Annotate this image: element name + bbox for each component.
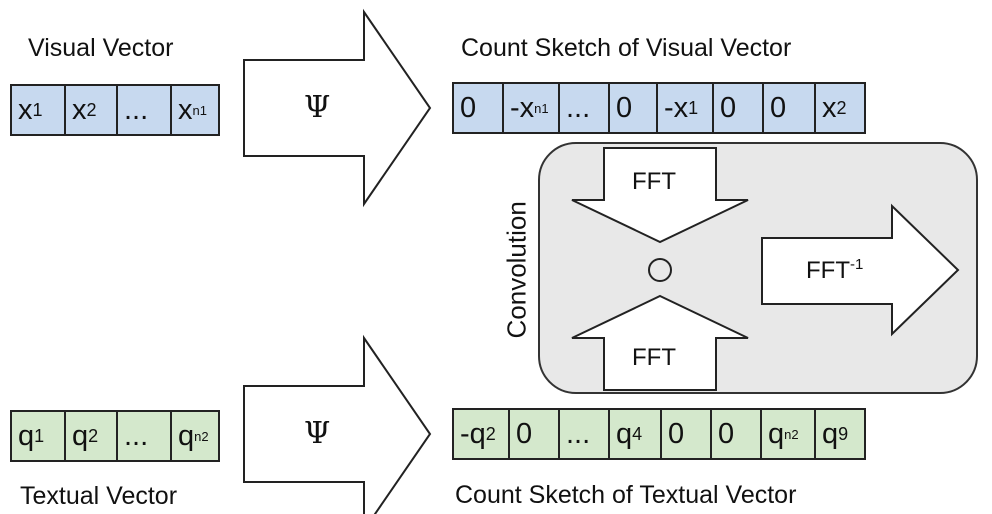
fft-top-label: FFT [632, 168, 676, 195]
cell-subscript: n2 [194, 428, 209, 444]
cell-subscript: 9 [838, 423, 849, 444]
cell-subscript: 1 [688, 97, 699, 118]
vector-cell: ... [118, 86, 172, 134]
ifft-label: FFT-1 [806, 256, 863, 285]
cell-value: 0 [668, 417, 685, 450]
vector-cell: 0 [662, 410, 712, 458]
circular-convolution-operator [648, 258, 672, 282]
cell-value: 0 [718, 417, 735, 450]
vector-cell: 0 [714, 84, 764, 132]
vector-cell: 0 [764, 84, 816, 132]
cell-value: x [72, 93, 87, 126]
psi-bottom-label: Ψ [304, 416, 331, 451]
cell-subscript: 2 [836, 97, 847, 118]
cell-subscript: 4 [632, 423, 643, 444]
vector-cell: ... [560, 410, 610, 458]
textual-vector-title: Textual Vector [20, 482, 178, 510]
cell-subscript: 2 [485, 423, 496, 444]
cell-subscript: 2 [86, 99, 97, 120]
cell-value: -x [664, 91, 689, 124]
cell-subscript: n1 [534, 100, 549, 116]
cell-value: q [178, 419, 195, 452]
cell-value: x [18, 93, 33, 126]
cell-value: 0 [770, 91, 787, 124]
cell-value: 0 [720, 91, 737, 124]
cell-value: ... [124, 93, 149, 126]
cell-subscript: 1 [34, 425, 45, 446]
vector-cell: 0 [610, 84, 658, 132]
vector-cell: 0 [510, 410, 560, 458]
ifft-sup: -1 [849, 256, 864, 273]
visual-sketch-title: Count Sketch of Visual Vector [461, 34, 792, 62]
cell-subscript: n1 [192, 102, 207, 118]
cell-value: ... [566, 417, 591, 450]
ifft-arrow [761, 203, 960, 337]
cell-value: ... [124, 419, 149, 452]
cell-value: -x [510, 91, 535, 124]
cell-value: ... [566, 91, 591, 124]
cell-value: 0 [516, 417, 533, 450]
cell-value: q [72, 419, 89, 452]
vector-cell: ... [118, 412, 172, 460]
vector-cell: 0 [454, 84, 504, 132]
vector-cell: 0 [712, 410, 762, 458]
cell-subscript: n2 [784, 426, 799, 442]
psi-top-arrow [243, 8, 432, 208]
cell-value: 0 [616, 91, 633, 124]
ifft-base: FFT [806, 257, 850, 284]
cell-value: q [768, 417, 785, 450]
cell-value: q [18, 419, 35, 452]
fft-bottom-label: FFT [632, 344, 676, 371]
cell-value: 0 [460, 91, 477, 124]
cell-value: -q [460, 417, 486, 450]
cell-value: q [616, 417, 633, 450]
vector-cell: ... [560, 84, 610, 132]
psi-bottom-arrow [243, 334, 432, 514]
cell-subscript: 2 [88, 425, 99, 446]
cell-value: q [822, 417, 839, 450]
cell-value: x [822, 91, 837, 124]
psi-top-label: Ψ [304, 90, 331, 125]
fft-bottom-arrow [571, 294, 749, 391]
fft-top-arrow [571, 147, 749, 244]
cell-value: x [178, 93, 193, 126]
cell-subscript: 1 [32, 99, 43, 120]
textual-sketch-title: Count Sketch of Textual Vector [455, 481, 797, 509]
visual-vector-title: Visual Vector [28, 34, 174, 62]
